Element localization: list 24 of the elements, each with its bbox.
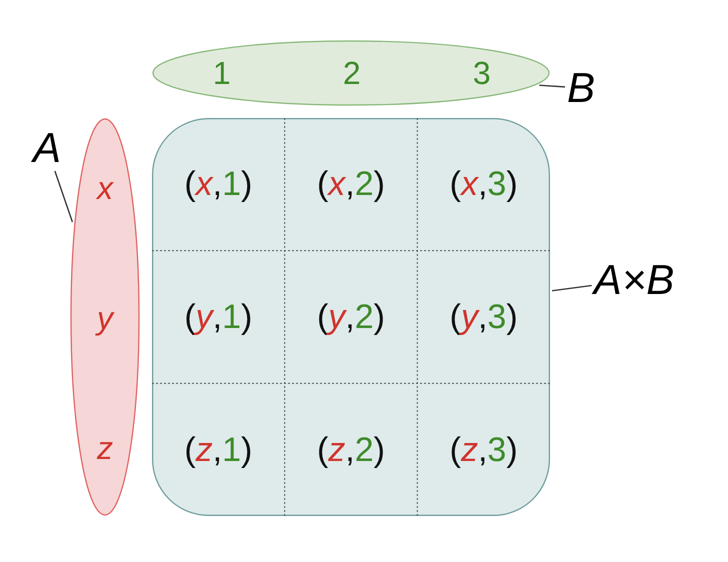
set-ellipse bbox=[152, 40, 550, 106]
ordered-pair: (x,2) bbox=[316, 167, 385, 202]
ordered-pair: (y,3) bbox=[450, 300, 518, 334]
set-ellipse bbox=[70, 118, 140, 516]
ordered-pair: (z,1) bbox=[184, 432, 252, 467]
element-label: 3 bbox=[472, 57, 491, 89]
set-label: A bbox=[33, 127, 61, 169]
ordered-pair: (y,1) bbox=[184, 300, 252, 334]
ordered-pair: (y,2) bbox=[316, 300, 385, 334]
leader-line bbox=[539, 84, 566, 88]
ordered-pair: (x,3) bbox=[450, 167, 518, 202]
element-label: x bbox=[97, 172, 113, 204]
ordered-pair: (x,1) bbox=[184, 167, 252, 202]
set-label: B bbox=[567, 67, 595, 109]
set-label: A×B bbox=[594, 259, 674, 301]
element-label: 2 bbox=[342, 57, 361, 89]
element-label: y bbox=[97, 302, 113, 334]
element-label: z bbox=[97, 432, 113, 464]
element-label: 1 bbox=[212, 57, 231, 89]
product-set-region bbox=[152, 118, 550, 516]
leader-line bbox=[54, 170, 74, 222]
ordered-pair: (z,3) bbox=[450, 432, 518, 467]
ordered-pair: (z,2) bbox=[316, 432, 385, 467]
leader-line bbox=[552, 284, 592, 292]
